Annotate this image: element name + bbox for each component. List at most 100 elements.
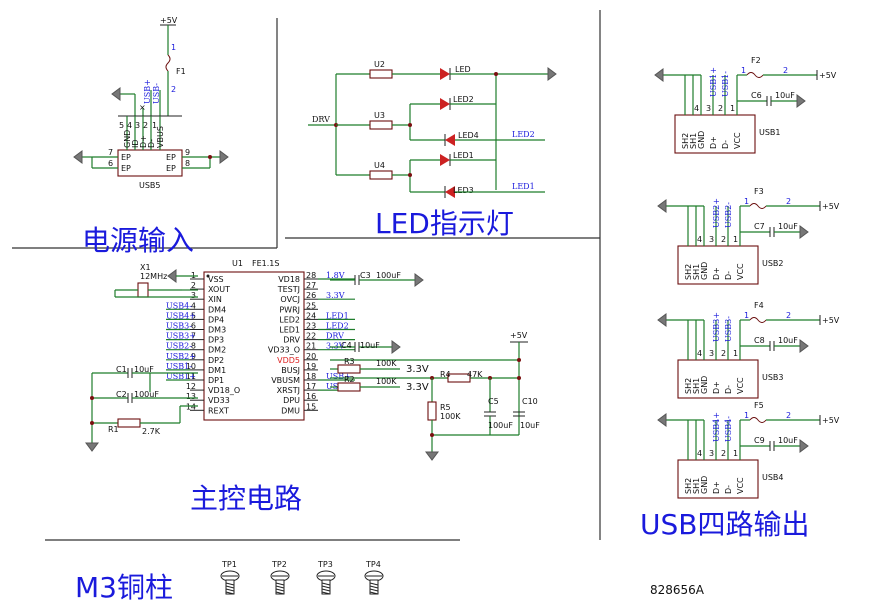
ic-pin-num: 24	[306, 311, 316, 320]
ic-pin-num: 10	[186, 362, 196, 371]
fuse-pin-1: 1	[744, 311, 749, 320]
ic-pin-num: 14	[186, 402, 196, 411]
usb-pin-num: 2	[721, 449, 726, 458]
vcc-label: +5V	[822, 416, 840, 425]
usb-pin-name: SH2	[684, 478, 693, 494]
usb-pin-name: VCC	[733, 132, 742, 149]
net-drv: DRV	[312, 115, 330, 124]
section-title-power: 电源输入	[82, 224, 194, 257]
ground-icon	[796, 94, 806, 108]
ic-pin-num: 4	[191, 301, 196, 310]
usb-pin-num: 4	[694, 104, 699, 113]
usb-pin-num: 1	[733, 349, 738, 358]
cap-ref: C1	[116, 365, 127, 374]
cap-val: 100uF	[488, 421, 513, 430]
led-ref: LED3	[453, 186, 474, 195]
conn-pin-num: 2	[143, 121, 148, 130]
ic-pin-num: 2	[191, 281, 196, 290]
section-title-usb: USB四路输出	[640, 508, 809, 541]
ic-pin-name: BUSJ	[281, 366, 300, 375]
v33-label: 3.3V	[406, 382, 429, 393]
ic-pin-num: 20	[306, 352, 316, 361]
net-usb-plus: USB+	[143, 79, 152, 104]
crystal-ref: X1	[140, 263, 151, 272]
net-label: USB4+	[166, 311, 196, 320]
usb-pin-num: 4	[697, 235, 702, 244]
net-label: USB2+	[166, 352, 196, 361]
test-point-2: TP2	[270, 560, 290, 595]
fuse-pin-2: 2	[783, 66, 788, 75]
ep-pin-8: 8	[185, 159, 190, 168]
ic-pin-name: VDD5	[277, 356, 300, 365]
res-ref: R3	[344, 357, 355, 366]
cap-val: 10uF	[360, 341, 380, 350]
ic-pin-num: 6	[191, 322, 196, 331]
nc-mark: ×	[139, 103, 146, 112]
usb-pin-name: SH2	[684, 264, 693, 280]
usb-pin-num: 3	[709, 349, 714, 358]
usb-pin-name: D-	[721, 140, 730, 149]
ic-pin-name: VD33_O	[268, 346, 300, 355]
cap-val: 10uF	[520, 421, 540, 430]
ic-pin-name: DP4	[208, 315, 224, 324]
ic-pin-name: DM4	[208, 305, 226, 314]
ic-part: FE1.1S	[252, 259, 279, 268]
net-label: USB4-	[166, 301, 192, 310]
conn-pin-name: ID	[131, 139, 140, 148]
ground-icon	[219, 150, 229, 164]
ic-pin-name: VD18	[278, 275, 300, 284]
fuse-pin-2: 2	[786, 311, 791, 320]
usb-pin-name: GND	[700, 262, 709, 280]
footer-id: 828656A	[650, 583, 705, 597]
usb-pin-num: 2	[721, 235, 726, 244]
res-ref: R5	[440, 403, 451, 412]
cap-ref: C6	[751, 91, 762, 100]
usb-pin-name: SH2	[681, 133, 690, 149]
usb-net-dm: USB3-	[724, 316, 733, 342]
led-ref: LED1	[453, 151, 474, 160]
cap-val: 100uF	[376, 271, 401, 280]
ic-pin-name: DM2	[208, 346, 226, 355]
res-ref: R4	[440, 370, 451, 379]
cap-ref: C10	[522, 397, 538, 406]
usb-connector	[677, 245, 759, 285]
usb-pin-name: SH1	[692, 478, 701, 494]
section-title-main: 主控电路	[190, 482, 302, 515]
ic-pin-num: 27	[306, 281, 316, 290]
ic-pin-num: 5	[191, 311, 196, 320]
test-point-3: TP3	[316, 560, 336, 595]
usb-pin-name: VCC	[736, 377, 745, 394]
ic-pin-num: 23	[306, 322, 316, 331]
net-label: 3.3V	[326, 342, 345, 351]
res-ref: R1	[108, 425, 119, 434]
conn-pin-num: 5	[119, 121, 124, 130]
tp-ref: TP2	[271, 560, 287, 569]
ground-icon	[547, 67, 557, 81]
cap-ref: C7	[754, 222, 765, 231]
cap-val: 10uF	[134, 365, 154, 374]
vcc-label: +5V	[160, 16, 178, 25]
ic-pin-num: 3	[191, 291, 196, 300]
ic-pin-num: 9	[191, 352, 196, 361]
conn-pin-name: GND	[123, 130, 132, 148]
resistor-u3	[369, 120, 393, 130]
ep-pin-9: 9	[185, 148, 190, 157]
ic-pin-name: TESTJ	[277, 285, 300, 294]
res-val: 100K	[440, 412, 461, 421]
ic-pin-num: 18	[306, 372, 316, 381]
cap-ref: C3	[360, 271, 371, 280]
net-label: USB1-	[166, 362, 192, 371]
fuse-pin-2: 2	[786, 197, 791, 206]
section-dividers	[12, 10, 601, 541]
usb-pin-name: D+	[709, 136, 718, 149]
ic-pin-num: 7	[191, 332, 196, 341]
ground-icon	[73, 150, 83, 164]
ic-pin-name: DM3	[208, 326, 226, 335]
fuse-symbol	[165, 54, 171, 72]
conn-pin-num: 3	[135, 121, 140, 130]
v33-label: 3.3V	[406, 364, 429, 375]
ep-label: EP	[166, 164, 176, 173]
